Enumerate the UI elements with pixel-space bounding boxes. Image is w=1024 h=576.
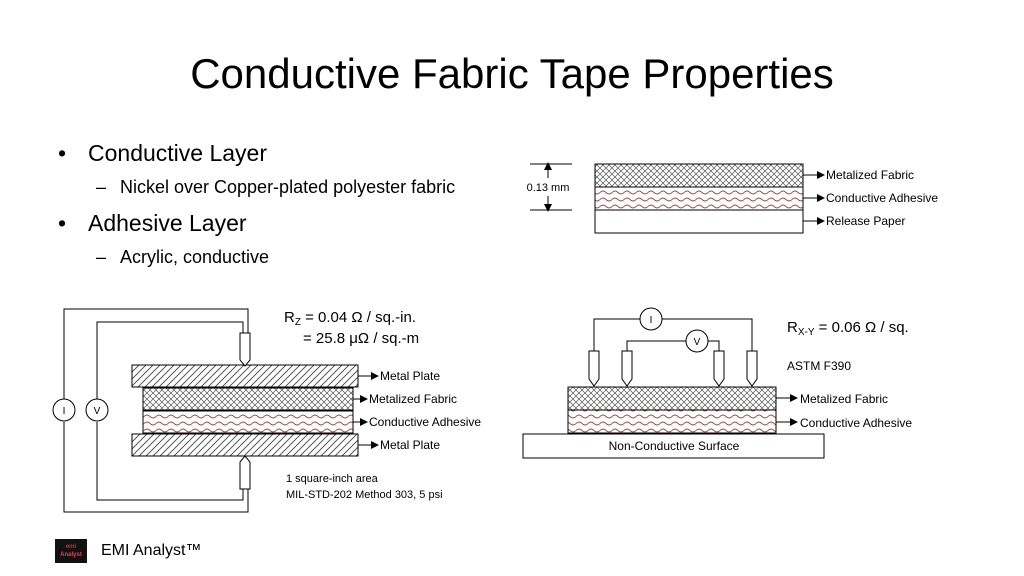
probe-icon [621, 350, 633, 387]
ammeter-icon [639, 307, 663, 331]
voltmeter-icon [85, 398, 109, 422]
label-conductive-adhesive: Conductive Adhesive [800, 416, 912, 430]
logo-text-bottom: Analyst [60, 552, 82, 558]
sub-bullet-text: Acrylic, conductive [120, 247, 270, 267]
label-metal-plate-top: Metal Plate [380, 369, 440, 383]
probe-icon [746, 350, 758, 387]
bullet-text: Conductive Layer [88, 140, 267, 166]
sub-bullet-adhesive: –Acrylic, conductive [58, 244, 455, 270]
label-conductive-adhesive: Conductive Adhesive [369, 415, 481, 429]
voltmeter-icon [685, 329, 709, 353]
conductive-adhesive-layer [594, 186, 804, 211]
voltmeter-label: V [94, 406, 101, 417]
conductive-adhesive-layer [142, 410, 354, 434]
ammeter-label: I [650, 315, 653, 326]
label-metalized-fabric: Metalized Fabric [800, 392, 888, 406]
metal-plate-bottom [131, 433, 359, 457]
layer-stack-diagram: 0.13 mm Metalized Fabric Conductive Adhe… [527, 162, 938, 234]
wire-current-right [662, 318, 753, 351]
wire-current-bottom [63, 422, 249, 513]
surface-label: Non-Conductive Surface [609, 439, 740, 453]
metalized-fabric-layer [142, 387, 354, 411]
bullet-adhesive-layer: • Adhesive Layer [58, 208, 455, 238]
wire-current-top [63, 308, 249, 399]
non-conductive-surface [522, 433, 825, 459]
z-axis-test-diagram: RZ = 0.04 Ω / sq.-in. = 25.8 μΩ / sq.-m … [52, 308, 481, 513]
thickness-label: 0.13 mm [527, 182, 570, 194]
bullet-text: Adhesive Layer [88, 210, 247, 236]
release-paper-layer [594, 209, 804, 234]
footer: emi Analyst EMI Analyst™ [55, 538, 201, 564]
probe-icon [713, 350, 725, 387]
probe-icon [588, 350, 600, 387]
bullet-dot-icon: • [58, 140, 67, 166]
bullet-dot-icon: • [58, 210, 67, 236]
voltmeter-label: V [694, 337, 701, 348]
ammeter-icon [52, 398, 76, 422]
metalized-fabric-layer [567, 386, 777, 411]
wire-voltage-top [96, 321, 244, 399]
label-metalized-fabric: Metalized Fabric [826, 168, 914, 182]
note-standard: MIL-STD-202 Method 303, 5 psi [286, 489, 443, 501]
ammeter-label: I [63, 406, 66, 417]
label-conductive-adhesive: Conductive Adhesive [826, 191, 938, 205]
bullet-list: •Conductive Layer –Nickel over Copper-pl… [58, 138, 455, 270]
astm-standard: ASTM F390 [787, 359, 851, 373]
probe-top-icon [239, 332, 251, 367]
label-metal-plate-bottom: Metal Plate [380, 438, 440, 452]
sub-bullet-text: Nickel over Copper-plated polyester fabr… [120, 177, 456, 197]
dash-icon: – [96, 177, 107, 197]
wire-voltage-right [708, 340, 720, 351]
xy-test-diagram: RX-Y = 0.06 Ω / sq. ASTM F390 Non-Conduc… [522, 307, 912, 459]
metalized-fabric-layer [594, 163, 804, 188]
logo-text-top: emi [65, 544, 77, 550]
slide-title: Conductive Fabric Tape Properties [190, 50, 834, 97]
conductive-adhesive-layer [567, 409, 777, 434]
label-metalized-fabric: Metalized Fabric [369, 392, 457, 406]
bullet-conductive-layer: • Conductive Layer [58, 138, 455, 168]
rz-formula-line1: RZ = 0.04 Ω / sq.-in. [284, 309, 416, 328]
sub-bullet-conductive: –Nickel over Copper-plated polyester fab… [58, 174, 455, 200]
wire-current-left [593, 318, 640, 351]
note-area: 1 square-inch area [286, 473, 379, 485]
brand-name: EMI Analyst™ [101, 542, 202, 559]
metal-plate-top [131, 364, 359, 388]
wire-voltage-left [626, 340, 686, 351]
wire-voltage-bottom [96, 422, 244, 501]
rz-formula-line2: = 25.8 μΩ / sq.-m [303, 330, 419, 347]
label-release-paper: Release Paper [826, 214, 905, 228]
emi-analyst-logo: emi Analyst [55, 539, 87, 563]
rxy-formula: RX-Y = 0.06 Ω / sq. [787, 319, 909, 338]
probe-bottom-icon [239, 455, 251, 490]
dash-icon: – [96, 247, 107, 267]
